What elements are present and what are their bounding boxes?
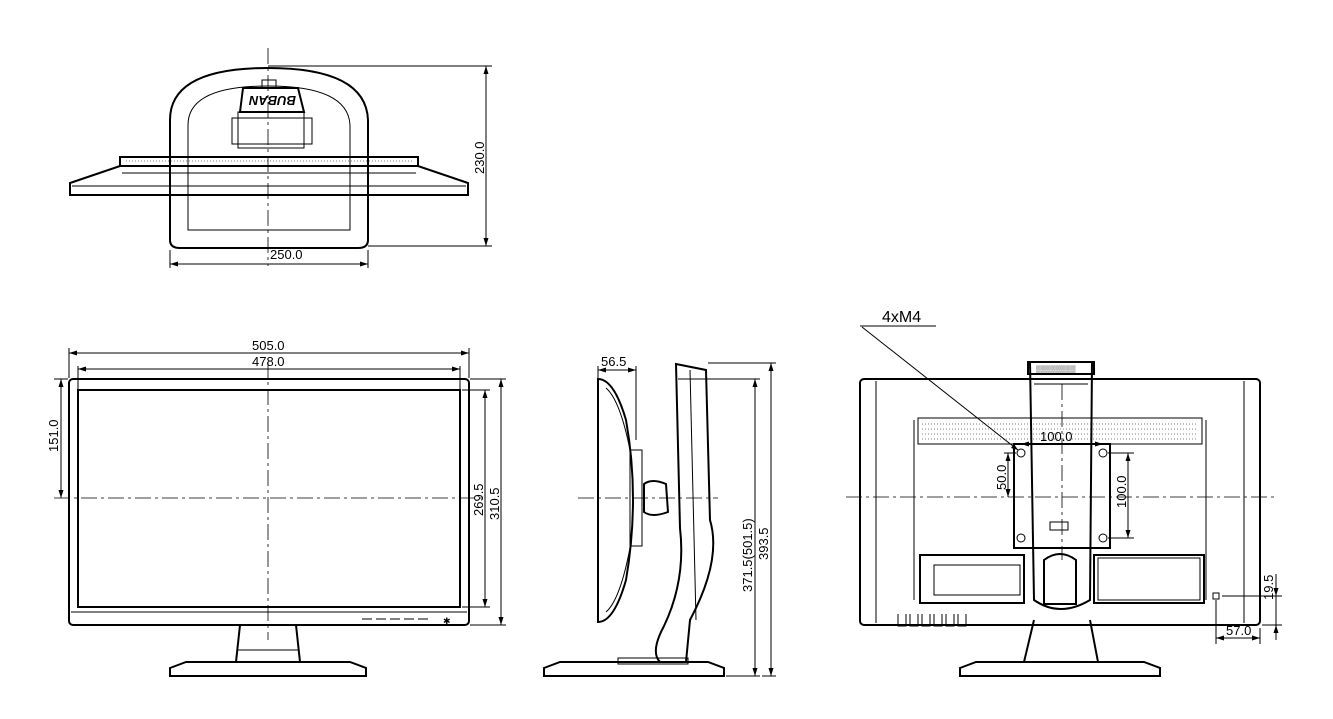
front-panel-width: 478.0 bbox=[252, 354, 285, 369]
lock-offset: 57.0 bbox=[1226, 623, 1251, 638]
screw-callout: 4xM4 bbox=[882, 309, 921, 326]
front-view: ✱ 505.0 478.0 151.0 269.5 bbox=[46, 338, 506, 677]
top-view-logo: BUBAN bbox=[248, 93, 296, 108]
side-total-height: 393.5 bbox=[756, 527, 771, 560]
side-depth-label: 56.5 bbox=[601, 354, 626, 369]
top-depth-label: 230.0 bbox=[472, 141, 487, 174]
svg-text:✱: ✱ bbox=[443, 616, 451, 626]
rear-ports bbox=[897, 614, 967, 627]
front-panel-height: 269.5 bbox=[471, 483, 486, 516]
rear-logo: ▒▒▒▒▒▒▒▒ bbox=[1036, 365, 1076, 373]
lock-height: 19.5 bbox=[1261, 575, 1276, 600]
top-view: BUBAN 250.0 230.0 bbox=[69, 48, 492, 268]
side-height-range: 371.5(501.5) bbox=[740, 518, 755, 592]
front-overall-height: 310.5 bbox=[487, 487, 502, 520]
front-panel-offset: 151.0 bbox=[46, 419, 61, 452]
front-buttons: ✱ bbox=[362, 616, 451, 626]
rear-view: ▒▒▒▒▒▒▒▒ 4xM4 100.0 50.0 100.0 bbox=[846, 309, 1282, 677]
vesa-offset: 50.0 bbox=[994, 465, 1009, 490]
front-overall-width: 505.0 bbox=[252, 338, 285, 353]
vesa-vertical: 100.0 bbox=[1114, 475, 1129, 508]
top-width-label: 250.0 bbox=[270, 247, 303, 262]
side-view: 56.5 371.5(501.5) 393.5 bbox=[543, 354, 776, 677]
vesa-horizontal: 100.0 bbox=[1040, 429, 1073, 444]
